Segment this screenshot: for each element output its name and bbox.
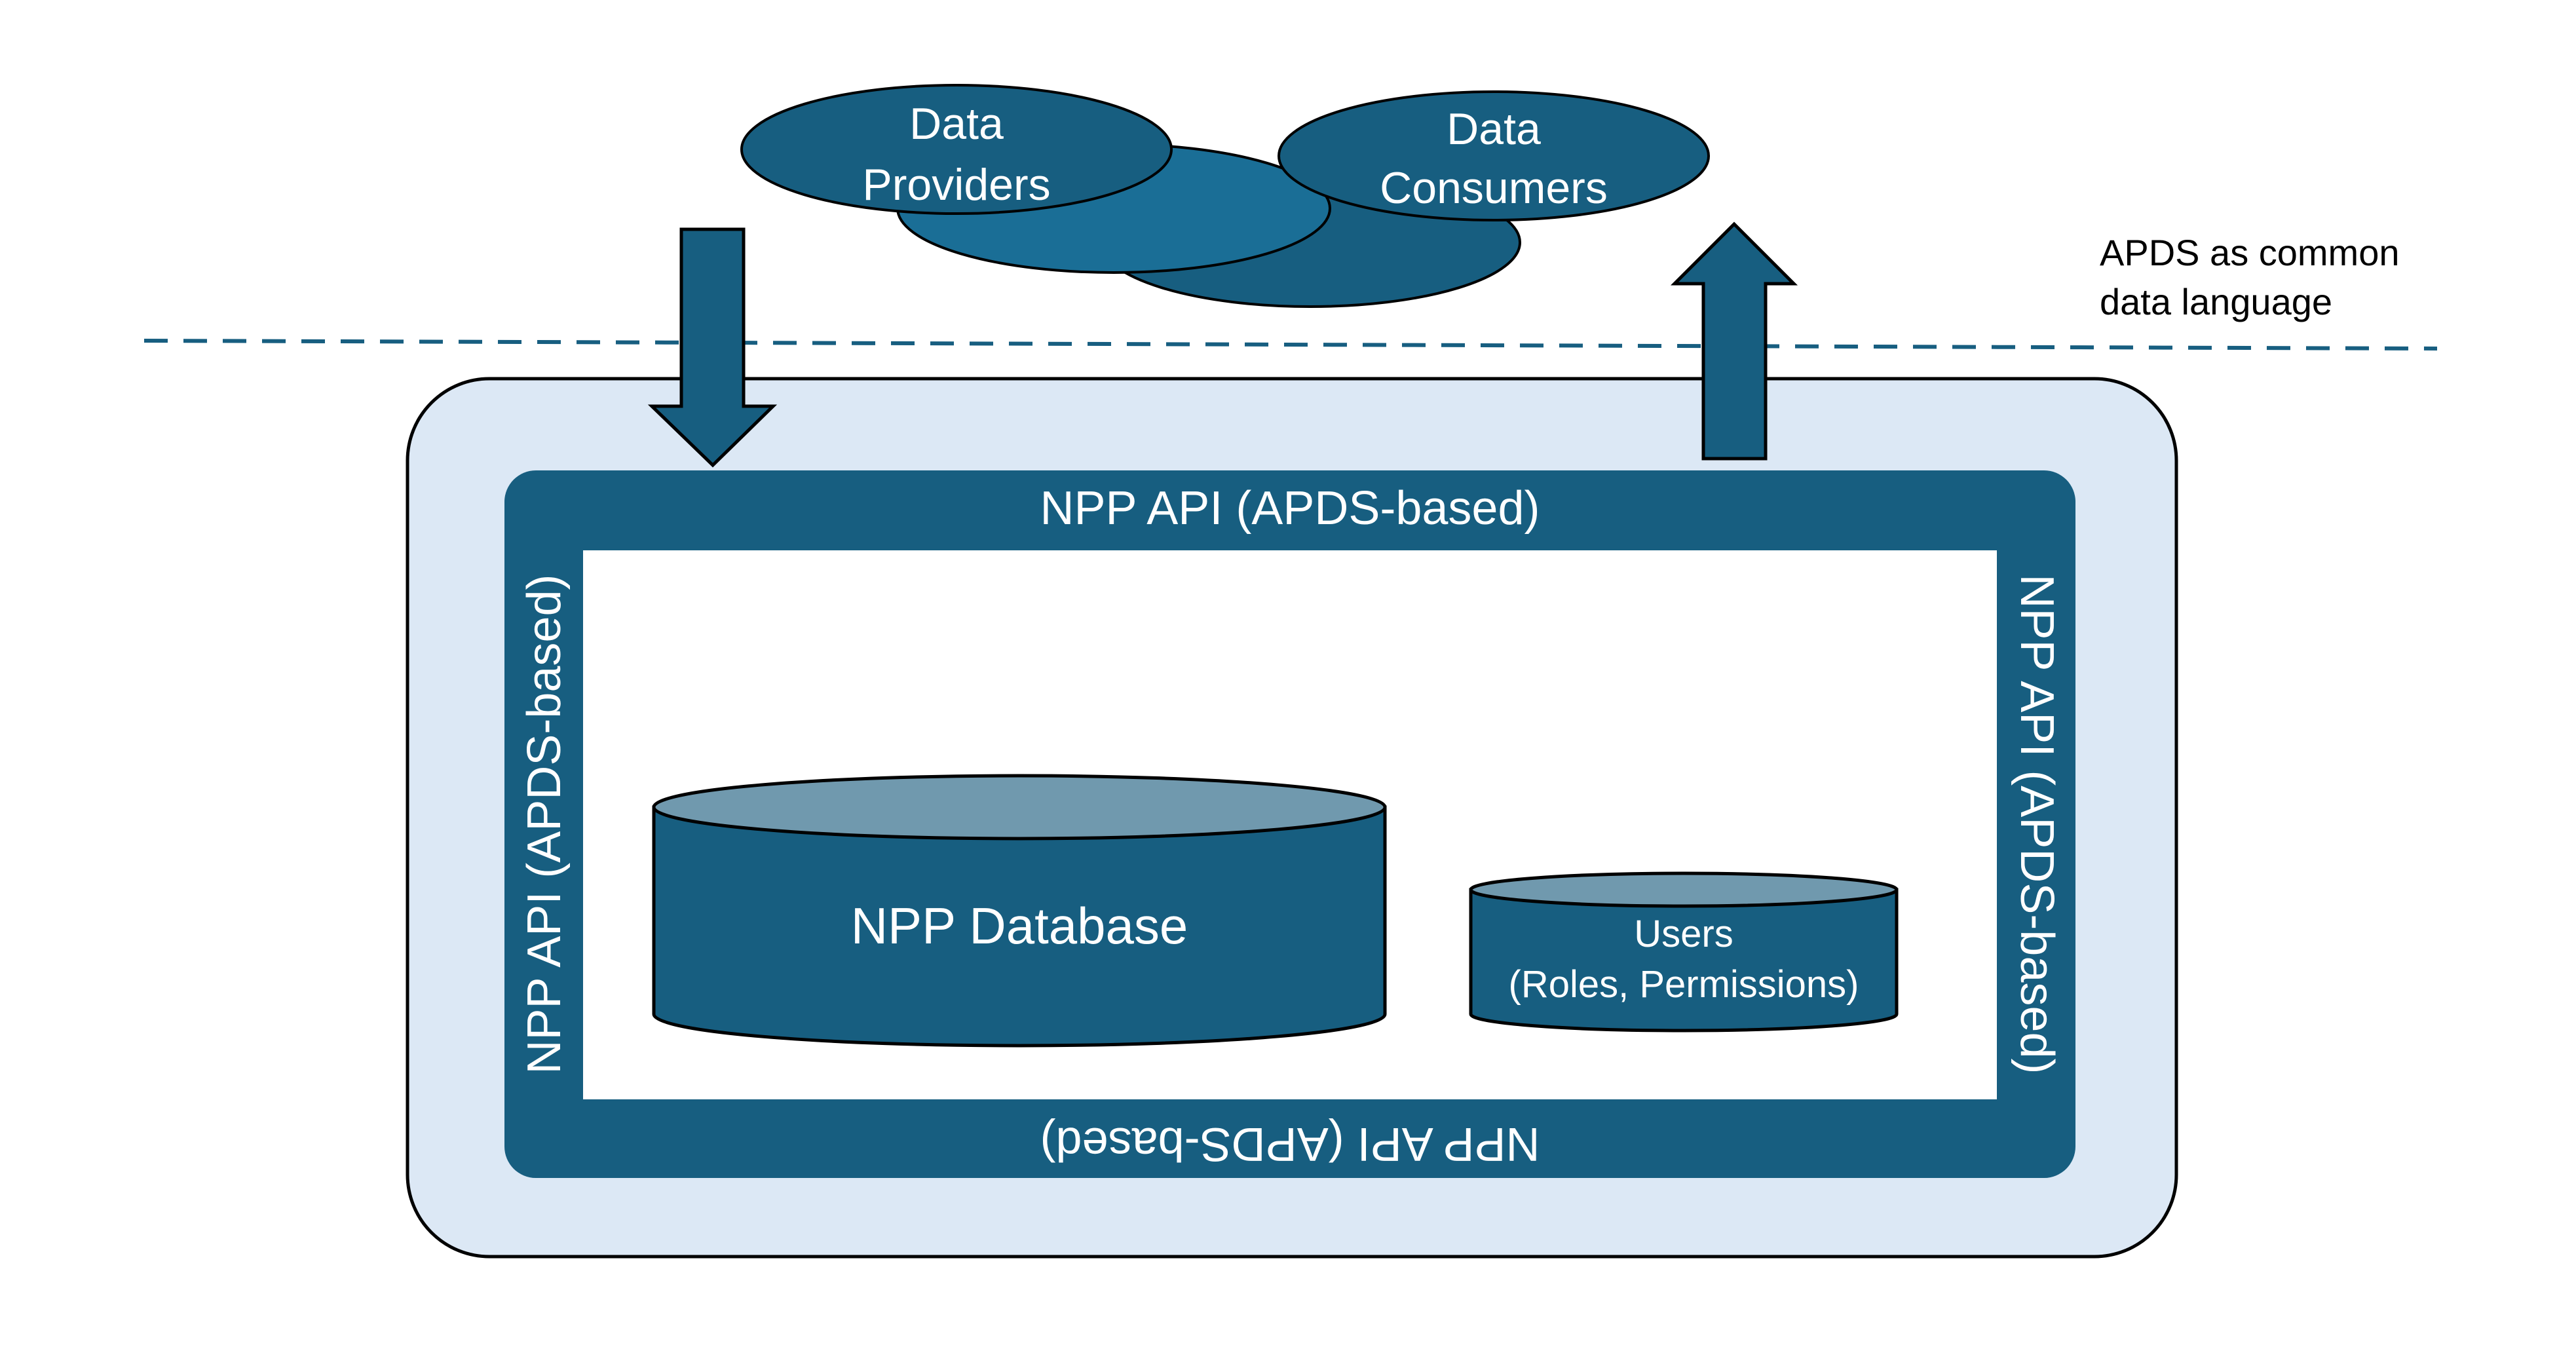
data-consumers-ellipse bbox=[1278, 90, 1710, 221]
data-consumers-label-line2: Consumers bbox=[1380, 163, 1608, 213]
users-label-line1: Users bbox=[1634, 913, 1733, 955]
boundary-dashed-line bbox=[143, 339, 2438, 351]
api-label-bottom: NPP API (APDS-based) bbox=[1040, 1118, 1540, 1170]
api-label-left: NPP API (APDS-based) bbox=[518, 575, 571, 1074]
stakeholder-cloud: Data Providers Data Consumers bbox=[740, 84, 1710, 308]
api-label-top: NPP API (APDS-based) bbox=[1040, 482, 1540, 535]
npp-database-cylinder: NPP Database bbox=[652, 774, 1387, 1048]
users-body bbox=[1469, 888, 1899, 1033]
data-providers-label-line1: Data bbox=[909, 99, 1004, 149]
users-top bbox=[1469, 871, 1899, 908]
ingest-arrow-down-icon bbox=[647, 227, 778, 468]
data-providers-label-line2: Providers bbox=[862, 160, 1050, 210]
egress-arrow-up-icon bbox=[1670, 221, 1798, 461]
database-label: NPP Database bbox=[851, 897, 1188, 955]
users-cylinder: Users (Roles, Permissions) bbox=[1469, 871, 1899, 1033]
data-consumers-label-line1: Data bbox=[1447, 104, 1541, 154]
users-label-line2: (Roles, Permissions) bbox=[1509, 963, 1859, 1006]
boundary-note-line1: APDS as common bbox=[2100, 232, 2400, 273]
data-providers-ellipse bbox=[740, 84, 1173, 215]
database-top bbox=[652, 774, 1387, 841]
database-body bbox=[652, 805, 1387, 1048]
boundary-note-line2: data language bbox=[2100, 281, 2332, 322]
api-label-right: NPP API (APDS-based) bbox=[2011, 575, 2063, 1074]
